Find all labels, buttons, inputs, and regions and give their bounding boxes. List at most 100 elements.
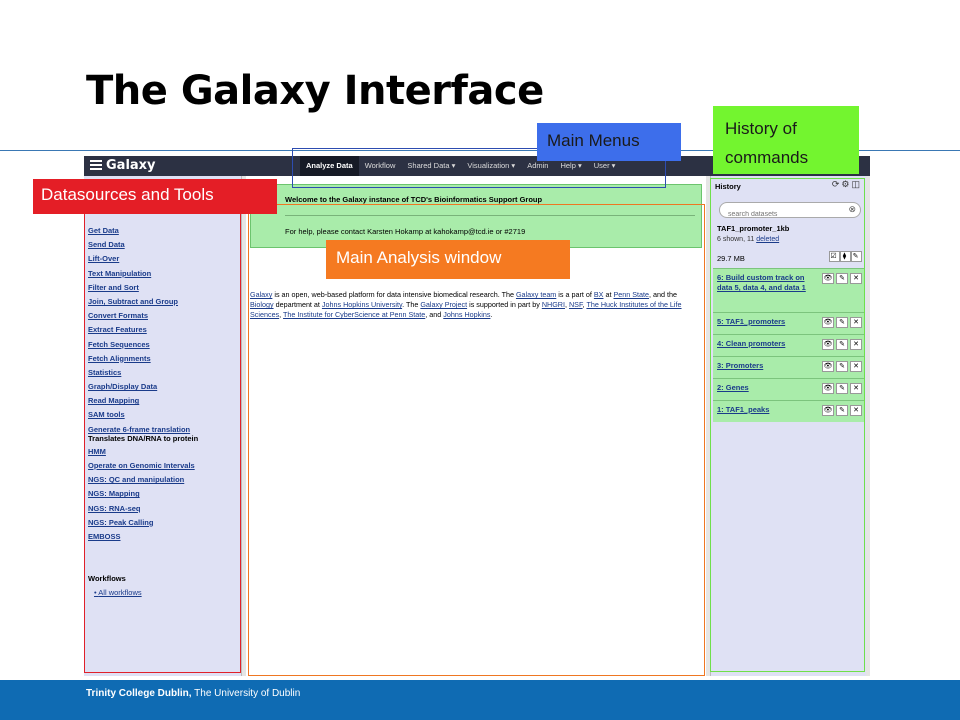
tool-link[interactable]: HMM	[88, 446, 106, 456]
pencil-icon[interactable]: ✎	[836, 339, 848, 350]
eye-icon[interactable]: 👁	[822, 383, 834, 394]
analysis-annotation: Main Analysis window	[326, 240, 570, 279]
eye-icon[interactable]: 👁	[822, 361, 834, 372]
pencil-icon[interactable]: ✎	[836, 317, 848, 328]
tool-link[interactable]: NGS: Peak Calling	[88, 517, 154, 527]
tool-link[interactable]: Statistics	[88, 367, 122, 377]
delete-icon[interactable]: ✕	[850, 383, 862, 394]
dataset-item[interactable]: 1: TAF1_peaks 👁✎✕	[713, 400, 865, 422]
welcome-banner: Welcome to the Galaxy instance of TCD's …	[250, 184, 702, 248]
eye-icon[interactable]: 👁	[822, 405, 834, 416]
gear-icon[interactable]: ⚙	[841, 179, 852, 189]
eye-icon[interactable]: 👁	[822, 317, 834, 328]
tool-link[interactable]: Text Manipulation	[88, 268, 152, 278]
about-text-part: ,	[564, 300, 569, 309]
tool-link[interactable]: Graph/Display Data	[88, 382, 158, 392]
menu-admin[interactable]: Admin	[527, 161, 549, 170]
tool-link[interactable]: Get Data	[88, 226, 119, 235]
delete-icon[interactable]: ✕	[850, 339, 862, 350]
footer-university: The University of Dublin	[191, 688, 301, 699]
columns-icon[interactable]: ◫	[851, 179, 862, 189]
welcome-help: For help, please contact Karsten Hokamp …	[285, 227, 526, 236]
menu-workflow[interactable]: Workflow	[364, 161, 396, 170]
link-galaxy[interactable]: Galaxy	[250, 290, 273, 299]
dataset-item[interactable]: 3: Promoters 👁✎✕	[713, 356, 865, 378]
tool-link[interactable]: Join, Subtract and Group	[88, 296, 179, 306]
galaxy-logo-icon	[90, 160, 102, 170]
tool-link[interactable]: NGS: QC and manipulation	[88, 475, 185, 485]
brand-name: Galaxy	[106, 158, 156, 173]
pencil-icon[interactable]: ✎	[836, 383, 848, 394]
all-workflows-label[interactable]: All workflows	[98, 588, 142, 597]
history-name[interactable]: TAF1_promoter_1kb	[717, 224, 790, 233]
tool-link[interactable]: Read Mapping	[88, 396, 140, 406]
link-galaxy-team[interactable]: Galaxy team	[515, 290, 557, 299]
menu-user[interactable]: User ▾	[593, 161, 616, 170]
tool-link[interactable]: Generate 6-frame translation	[88, 424, 191, 434]
welcome-title: Welcome to the Galaxy instance of TCD's …	[285, 195, 543, 204]
tag-icon[interactable]: ⧫	[840, 251, 851, 262]
tool-link[interactable]: SAM tools	[88, 410, 125, 420]
select-icon[interactable]: ☑	[829, 251, 840, 262]
tool-link[interactable]: Lift-Over	[88, 254, 120, 264]
comment-icon[interactable]: ✎	[851, 251, 862, 262]
eye-icon[interactable]: 👁	[822, 339, 834, 350]
dataset-title[interactable]: 2: Genes	[717, 383, 749, 392]
link-jhu[interactable]: Johns Hopkins University	[321, 300, 403, 309]
tool-link[interactable]: Filter and Sort	[88, 282, 139, 292]
delete-icon[interactable]: ✕	[850, 273, 862, 284]
link-penn-state[interactable]: Penn State	[613, 290, 650, 299]
dataset-title[interactable]: 3: Promoters	[717, 361, 764, 370]
tool-link[interactable]: Operate on Genomic Intervals	[88, 461, 195, 470]
pencil-icon[interactable]: ✎	[836, 405, 848, 416]
dataset-item[interactable]: 6: Build custom track on data 5, data 4,…	[713, 268, 865, 312]
tool-link[interactable]: NGS: RNA-seq	[88, 503, 141, 513]
pencil-icon[interactable]: ✎	[836, 361, 848, 372]
analysis-highlight-box	[248, 204, 705, 676]
masthead: Galaxy Analyze Data Workflow Shared Data…	[84, 156, 870, 176]
tool-link[interactable]: Convert Formats	[88, 311, 149, 321]
link-johns-hopkins[interactable]: Johns Hopkins	[443, 310, 491, 319]
dataset-item[interactable]: 5: TAF1_promoters 👁✎✕	[713, 312, 865, 334]
link-huck[interactable]: The Huck Institutes of the Life Sciences	[250, 300, 682, 319]
link-bx[interactable]: BX	[593, 290, 604, 299]
link-nsf[interactable]: NSF	[568, 300, 583, 309]
tool-panel: Get Data Send Data Lift-Over Text Manipu…	[84, 176, 242, 676]
refresh-icon[interactable]: ⟳	[831, 179, 842, 189]
delete-icon[interactable]: ✕	[850, 405, 862, 416]
deleted-link[interactable]: deleted	[756, 236, 780, 243]
menu-help[interactable]: Help ▾	[560, 161, 582, 170]
dataset-buttons: 👁✎✕	[822, 273, 862, 284]
tool-link[interactable]: Fetch Sequences	[88, 339, 150, 349]
delete-icon[interactable]: ✕	[850, 361, 862, 372]
search-input[interactable]	[728, 207, 848, 222]
menu-analyze-data[interactable]: Analyze Data	[300, 156, 359, 176]
dataset-buttons: 👁✎✕	[822, 361, 862, 372]
dataset-title[interactable]: 4: Clean promoters	[717, 339, 786, 348]
link-biology[interactable]: Biology	[250, 300, 274, 309]
history-panel: History ⟳⚙◫ ⊗ TAF1_promoter_1kb 6 shown,…	[710, 176, 866, 676]
menu-visualization[interactable]: Visualization ▾	[467, 161, 516, 170]
link-cyberscience[interactable]: The Institute for CyberScience at Penn S…	[283, 310, 426, 319]
all-workflows-link[interactable]: • All workflows	[94, 588, 142, 597]
pencil-icon[interactable]: ✎	[836, 273, 848, 284]
link-galaxy-project[interactable]: Galaxy Project	[420, 300, 468, 309]
tool-link[interactable]: Extract Features	[88, 325, 147, 335]
galaxy-logo[interactable]: Galaxy	[90, 158, 156, 173]
about-text-part: is supported in part by	[467, 300, 542, 309]
dataset-item[interactable]: 2: Genes 👁✎✕	[713, 378, 865, 400]
dataset-title[interactable]: 6: Build custom track on data 5, data 4,…	[717, 273, 806, 292]
delete-icon[interactable]: ✕	[850, 317, 862, 328]
eye-icon[interactable]: 👁	[822, 273, 834, 284]
tool-link[interactable]: Fetch Alignments	[88, 353, 151, 363]
dataset-title[interactable]: 1: TAF1_peaks	[717, 405, 770, 414]
dataset-item[interactable]: 4: Clean promoters 👁✎✕	[713, 334, 865, 356]
tool-link[interactable]: Send Data	[88, 240, 125, 250]
menu-shared-data[interactable]: Shared Data ▾	[407, 161, 456, 170]
clear-search-icon[interactable]: ⊗	[848, 204, 856, 214]
tool-link[interactable]: EMBOSS	[88, 531, 121, 541]
dataset-title[interactable]: 5: TAF1_promoters	[717, 317, 786, 326]
tool-link[interactable]: NGS: Mapping	[88, 489, 140, 499]
link-nhgri[interactable]: NHGRI	[541, 300, 565, 309]
